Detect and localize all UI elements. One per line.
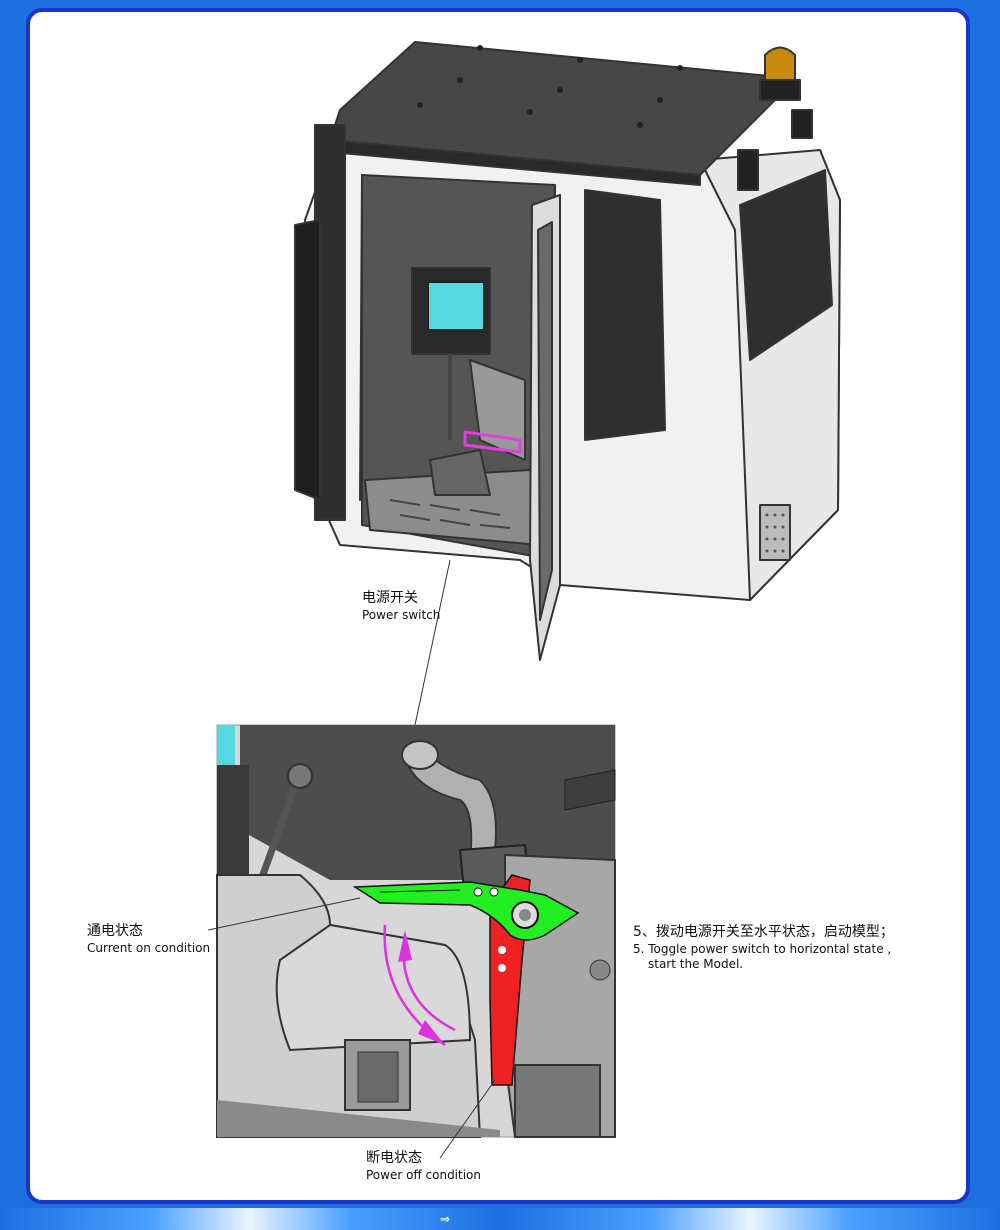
off-condition-label-zh: 断电状态	[366, 1150, 422, 1166]
on-condition-label-zh: 通电状态	[87, 923, 143, 939]
operator-cab-illustration	[294, 41, 841, 661]
instruction-en-line1: 5. Toggle power switch to horizontal sta…	[633, 941, 892, 956]
footer-arrow-icon: ⇒	[440, 1212, 451, 1226]
instruction-en-line2: start the Model.	[648, 956, 744, 971]
off-condition-leader-line	[439, 1079, 496, 1159]
power-switch-leader-line	[414, 559, 451, 726]
instruction-zh: 5、拨动电源开关至水平状态，启动模型；	[633, 924, 894, 940]
on-condition-label: 通电状态 Current on condition	[87, 923, 210, 956]
power-switch-label-zh: 电源开关	[362, 590, 418, 606]
footer-strip	[0, 1208, 1000, 1230]
power-switch-label: 电源开关 Power switch	[362, 590, 440, 623]
on-condition-label-en: Current on condition	[87, 940, 211, 955]
off-condition-label-en: Power off condition	[366, 1167, 482, 1182]
on-condition-leader-line	[207, 897, 361, 931]
power-switch-label-en: Power switch	[362, 607, 441, 622]
instruction-block: 5、拨动电源开关至水平状态，启动模型； 5. Toggle power swit…	[633, 924, 894, 972]
off-condition-label: 断电状态 Power off condition	[366, 1150, 481, 1183]
switch-detail-view	[216, 724, 616, 1138]
